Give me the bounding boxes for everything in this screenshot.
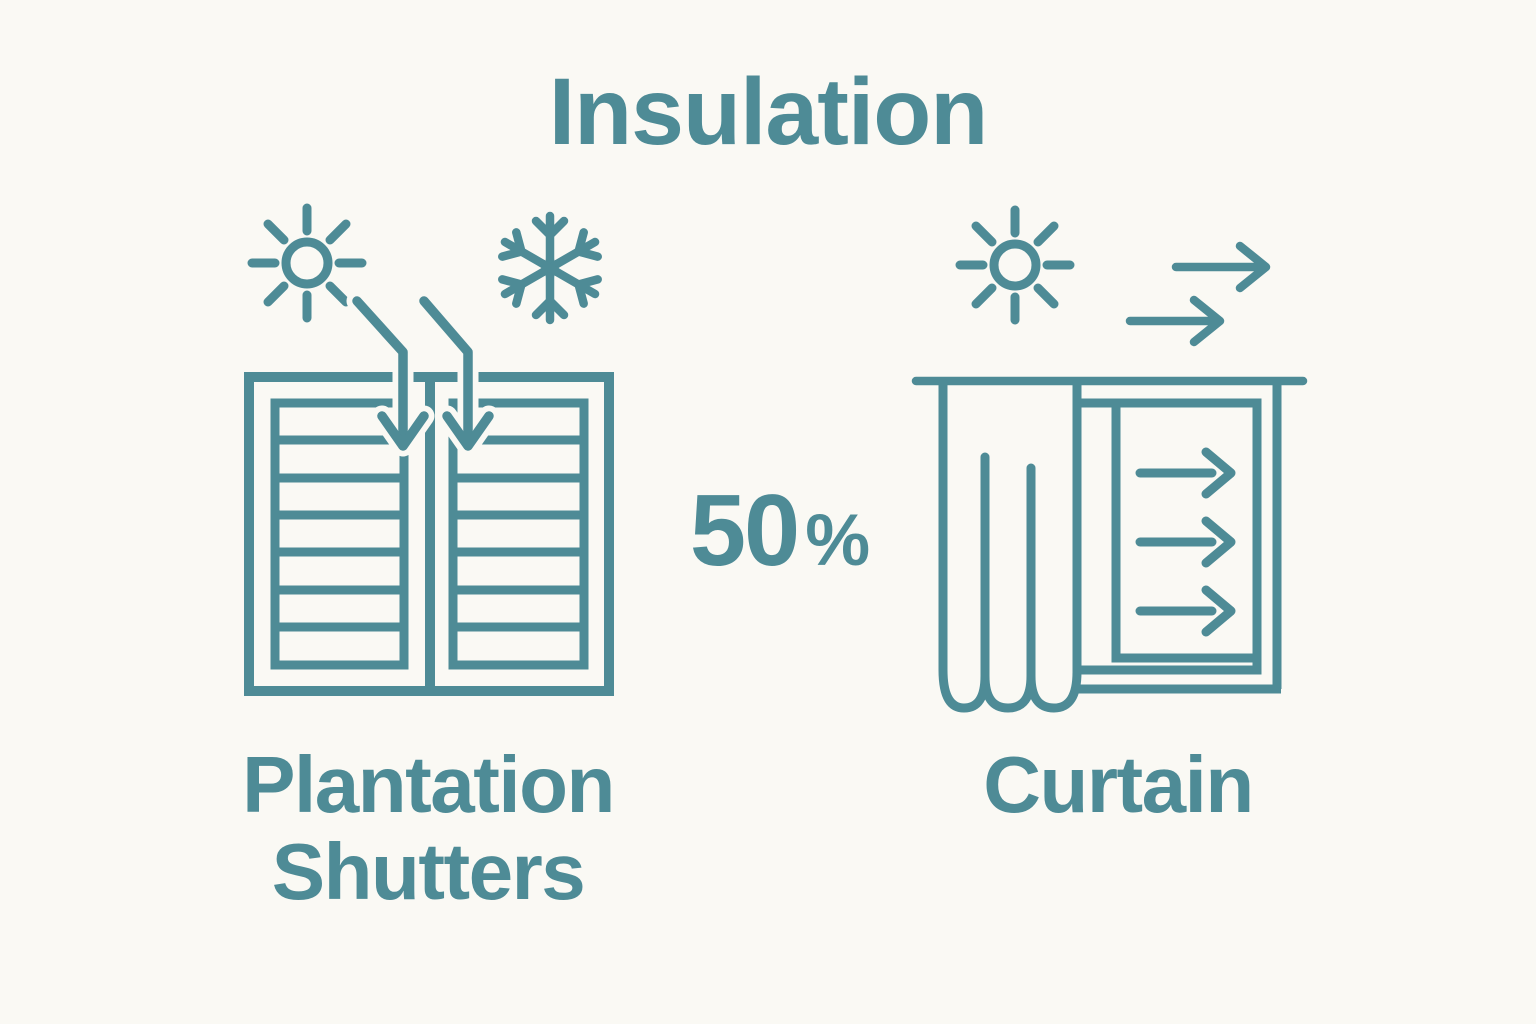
- stat-unit: %: [805, 500, 871, 581]
- louver-slats: [275, 435, 584, 632]
- plantation-shutters-illustration: [244, 372, 614, 696]
- left-shutter-panel: [270, 398, 409, 670]
- window-outer-frame: [1077, 383, 1282, 694]
- curtain-window-illustration: [911, 376, 1308, 713]
- stat-value: 50: [689, 475, 800, 587]
- page-title: Insulation: [548, 59, 989, 165]
- heat-arrow-icon: [346, 290, 435, 457]
- sun-icon: [955, 205, 1075, 325]
- stat-insulation-percentage: 50 %: [655, 481, 905, 582]
- curtain-icon: [938, 378, 1082, 713]
- sun-icon: [247, 203, 367, 323]
- label-line: Shutters: [271, 827, 586, 917]
- airflow-arrow-icon: [1125, 295, 1225, 347]
- airflow-arrow-icon: [1135, 447, 1236, 499]
- label-curtain: Curtain: [983, 740, 1254, 829]
- snowflake-icon: [498, 211, 602, 325]
- airflow-arrow-icon: [1171, 241, 1271, 293]
- airflow-arrow-icon: [1135, 585, 1236, 637]
- right-shutter-panel: [448, 398, 589, 670]
- label-line: Plantation: [242, 740, 615, 829]
- window-sash: [1111, 403, 1255, 663]
- heat-arrow-icon: [413, 290, 500, 457]
- airflow-arrow-icon: [1135, 516, 1236, 568]
- label-plantation-shutters: Plantation Shutters: [178, 740, 678, 917]
- curtain-fold-lines: [980, 452, 1036, 681]
